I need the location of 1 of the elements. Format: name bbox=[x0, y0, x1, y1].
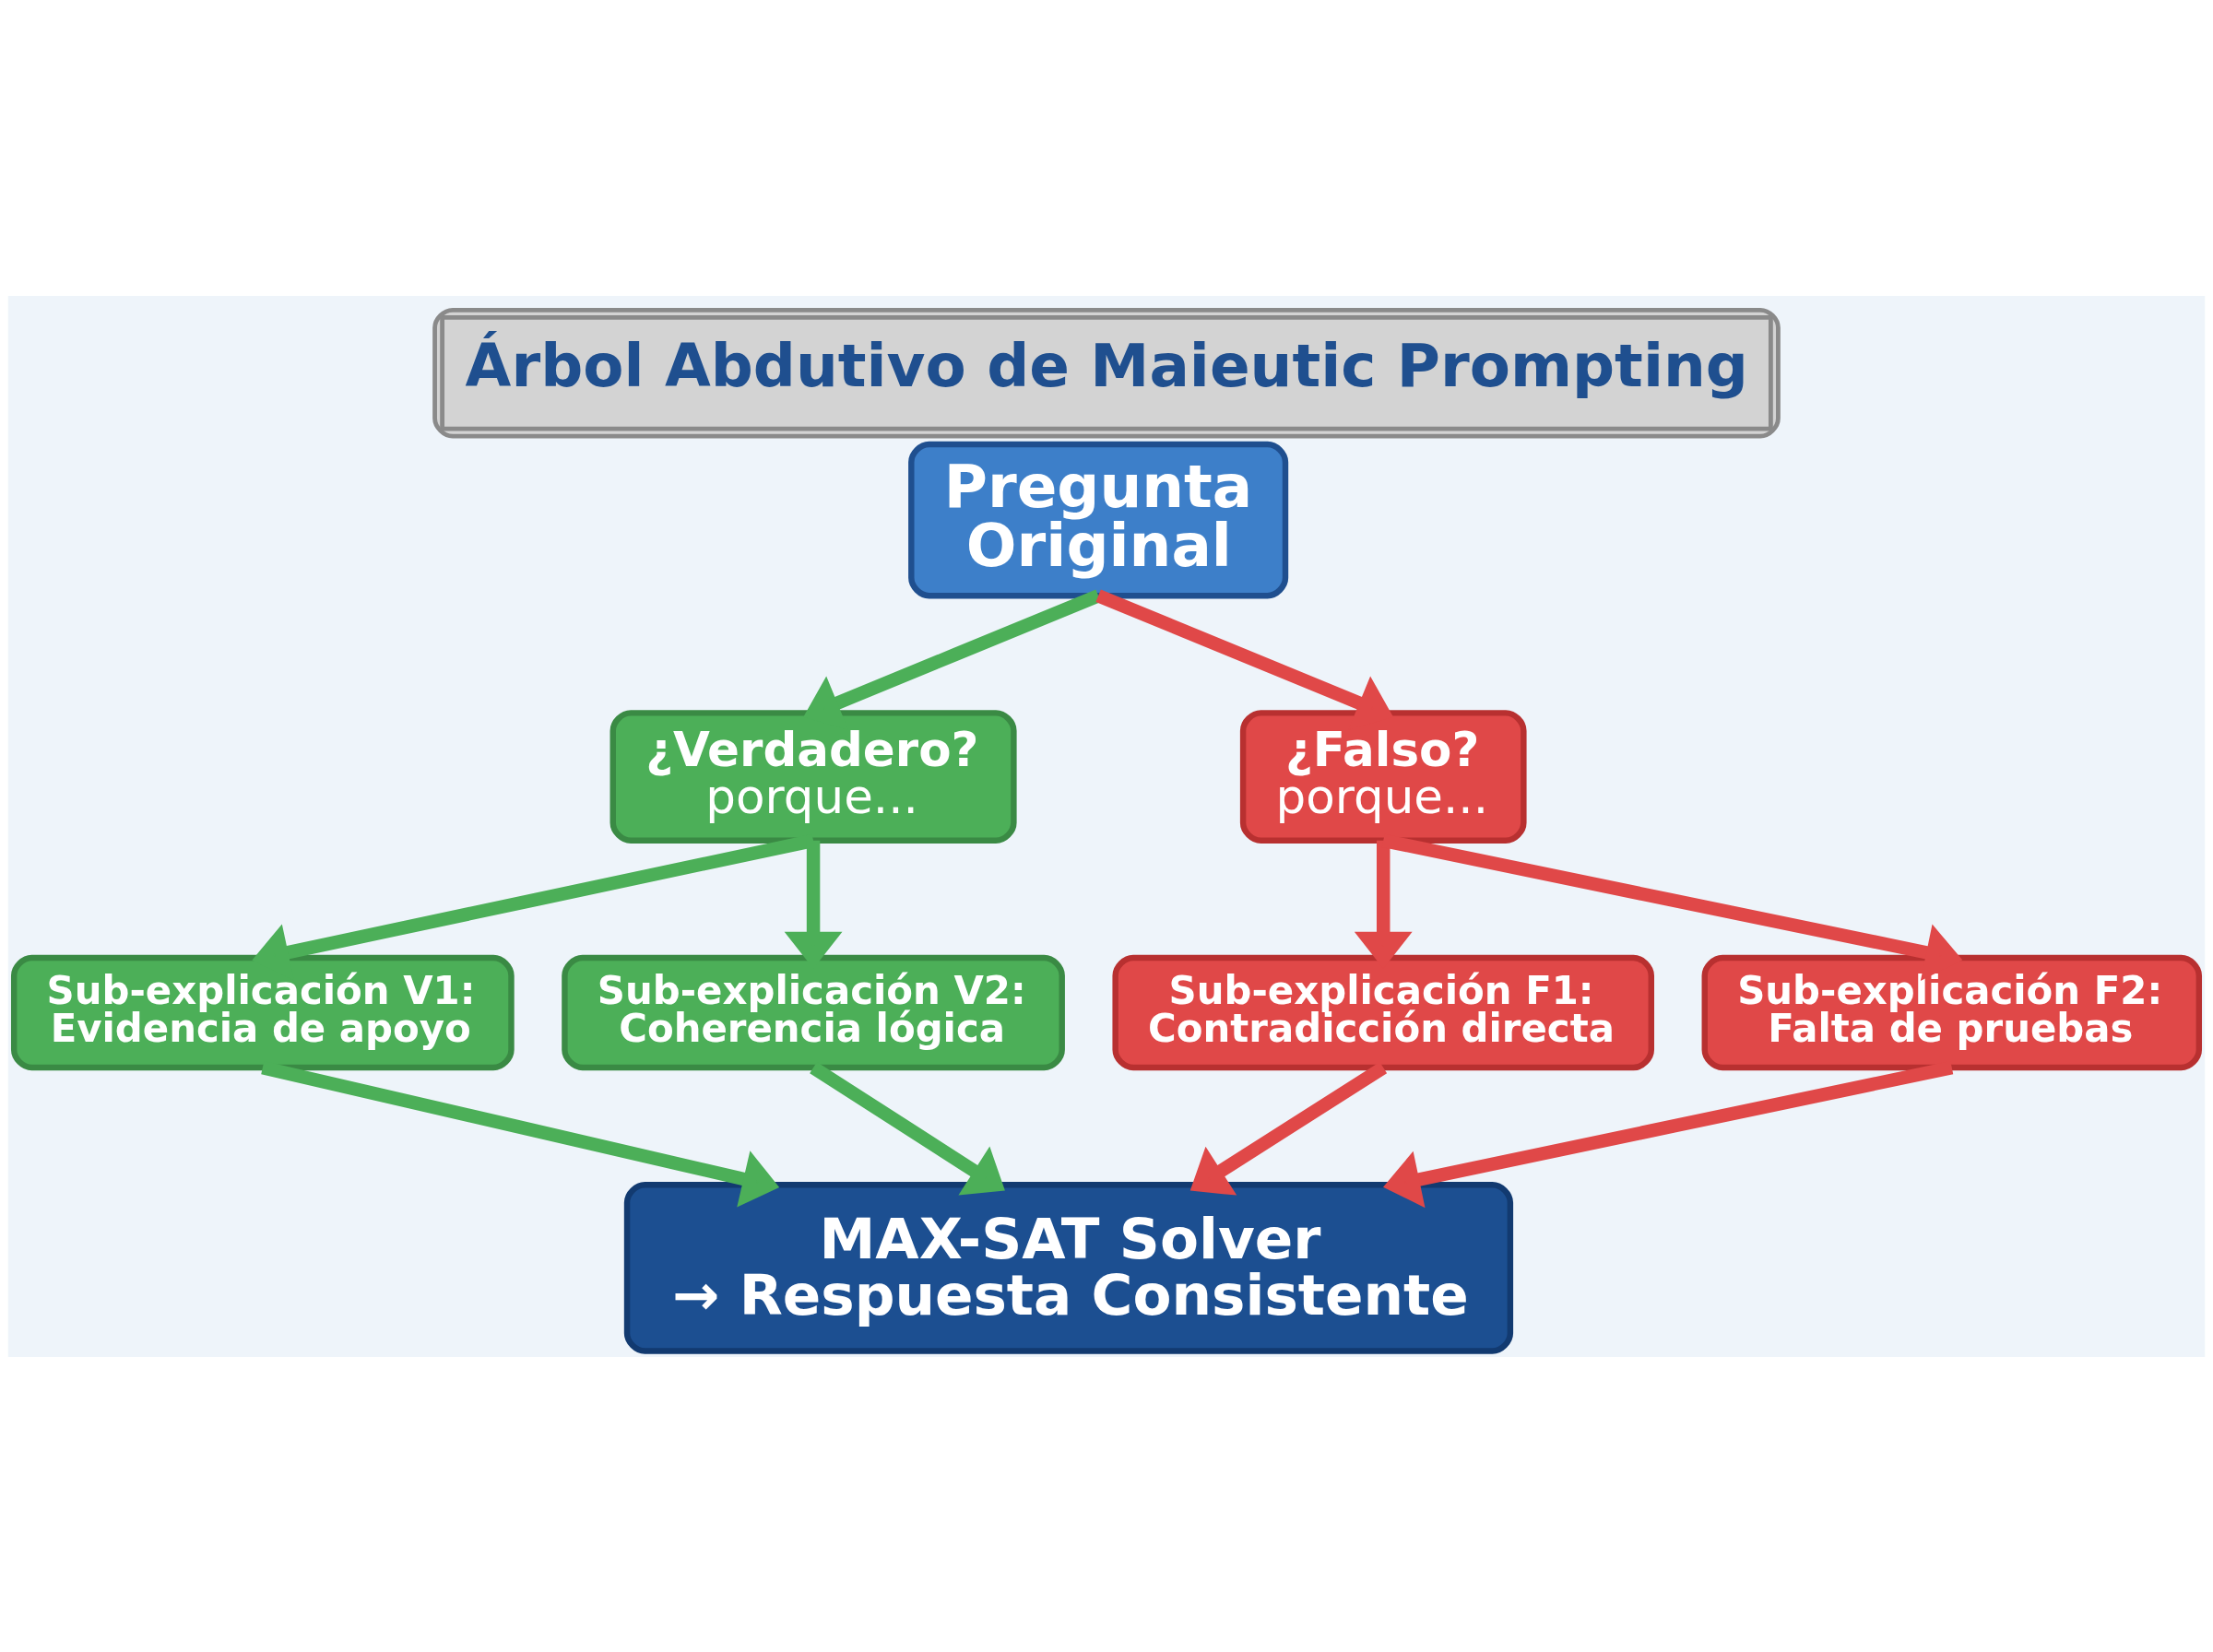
diagram-title: Árbol Abdutivo de Maieutic Prompting bbox=[465, 330, 1748, 400]
